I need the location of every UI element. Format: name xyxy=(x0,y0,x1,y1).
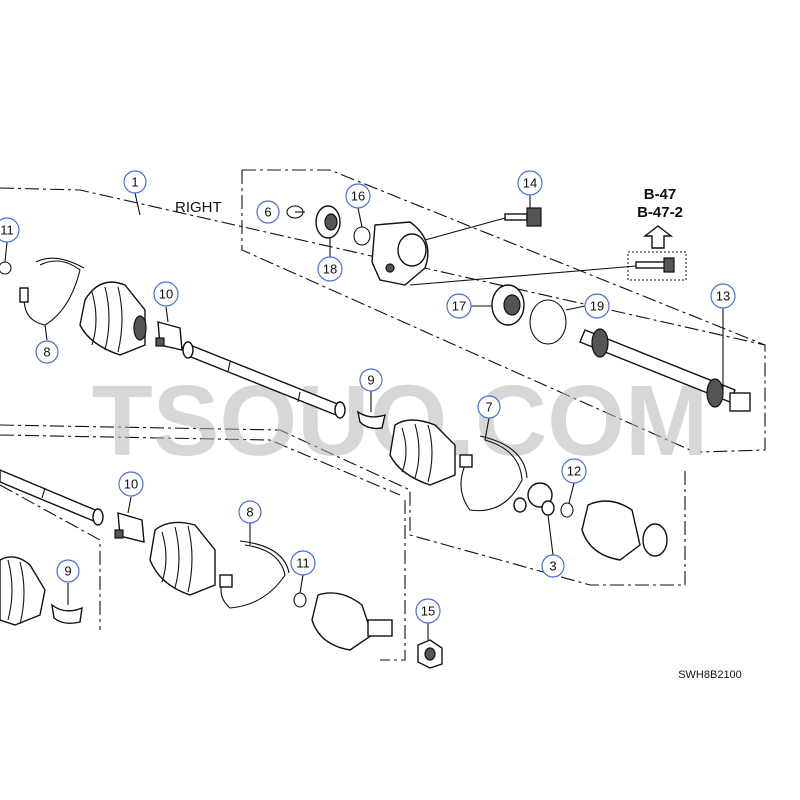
bearing-bracket xyxy=(371,221,429,286)
boot-band-upper-8 xyxy=(19,257,85,326)
callout-8-upper: 8 xyxy=(35,340,59,364)
callout-1: 1 xyxy=(123,170,147,194)
svg-text:12: 12 xyxy=(567,464,581,479)
boot-upper-left xyxy=(79,281,147,356)
snap-ring-19 xyxy=(529,299,567,345)
svg-text:7: 7 xyxy=(485,400,492,415)
callout-9-lower: 9 xyxy=(56,559,80,583)
bolt-14 xyxy=(504,207,542,227)
up-arrow-icon xyxy=(642,225,674,249)
bolt-14-leader xyxy=(424,217,506,241)
reference-line1: B-47 xyxy=(644,186,677,203)
svg-text:8: 8 xyxy=(43,345,50,360)
callout-15: 15 xyxy=(415,598,441,624)
bearing-18 xyxy=(315,205,341,239)
svg-text:1: 1 xyxy=(131,175,138,190)
svg-text:15: 15 xyxy=(421,604,435,619)
svg-text:14: 14 xyxy=(523,176,537,191)
callout-10-lower: 10 xyxy=(118,471,144,497)
callout-3: 3 xyxy=(541,554,565,578)
svg-text:10: 10 xyxy=(159,287,173,302)
boot-lower-mid xyxy=(149,521,216,596)
callout-11-lower: 11 xyxy=(290,550,316,576)
callout-17: 17 xyxy=(446,293,472,319)
callout-10-upper: 10 xyxy=(153,281,179,307)
callout-13: 13 xyxy=(710,283,736,309)
svg-text:3: 3 xyxy=(549,559,556,574)
svg-text:10: 10 xyxy=(124,477,138,492)
svg-text:6: 6 xyxy=(264,205,271,220)
svg-text:19: 19 xyxy=(590,299,604,314)
boot-band-7 xyxy=(459,435,528,512)
callout-14: 14 xyxy=(517,170,543,196)
svg-text:8: 8 xyxy=(246,505,253,520)
boot-center xyxy=(389,419,456,486)
ring-11-upper xyxy=(0,261,12,275)
callout-18: 18 xyxy=(317,256,343,282)
clamp-9-upper xyxy=(356,410,386,430)
ring-11-lower xyxy=(293,592,307,608)
section-label: RIGHT xyxy=(175,199,222,216)
inboard-joint-housing xyxy=(581,500,668,561)
callout-16: 16 xyxy=(345,183,371,209)
nut-15 xyxy=(417,639,443,669)
intermediate-shaft-13 xyxy=(579,328,751,412)
callout-6: 6 xyxy=(256,200,280,224)
reference-bolt xyxy=(627,251,687,281)
callout-12: 12 xyxy=(561,458,587,484)
callout-9-upper: 9 xyxy=(359,368,383,392)
svg-text:11: 11 xyxy=(0,223,14,238)
bearing-17 xyxy=(491,284,525,326)
tripod-joint-3 xyxy=(513,482,555,516)
svg-text:18: 18 xyxy=(323,262,337,277)
callout-7: 7 xyxy=(477,395,501,419)
clamp-10-lower xyxy=(114,512,145,543)
svg-text:13: 13 xyxy=(716,289,730,304)
clamp-9-lower xyxy=(51,603,83,625)
svg-text:17: 17 xyxy=(452,299,466,314)
svg-text:11: 11 xyxy=(296,556,310,571)
clamp-10-upper xyxy=(155,321,183,351)
svg-text:9: 9 xyxy=(64,564,71,579)
assembly-boundaries xyxy=(0,169,766,661)
driveshaft-upper xyxy=(182,341,346,419)
boot-lower-left xyxy=(0,556,46,626)
ref-bolt-leader xyxy=(409,265,637,286)
ring-12 xyxy=(560,502,574,518)
leader-lines xyxy=(4,192,724,640)
reference-line2: B-47-2 xyxy=(637,204,683,221)
boot-band-lower-8 xyxy=(219,540,290,609)
callout-19: 19 xyxy=(584,293,610,319)
driveshaft-lower xyxy=(0,469,104,526)
diagram-code: SWH8B2100 xyxy=(678,669,742,681)
callout-8-lower: 8 xyxy=(238,500,262,524)
svg-text:16: 16 xyxy=(351,189,365,204)
outboard-joint-lower xyxy=(311,592,393,651)
callout-11-upper: 11 xyxy=(0,217,20,243)
svg-text:9: 9 xyxy=(367,373,374,388)
ring-16 xyxy=(353,226,371,246)
